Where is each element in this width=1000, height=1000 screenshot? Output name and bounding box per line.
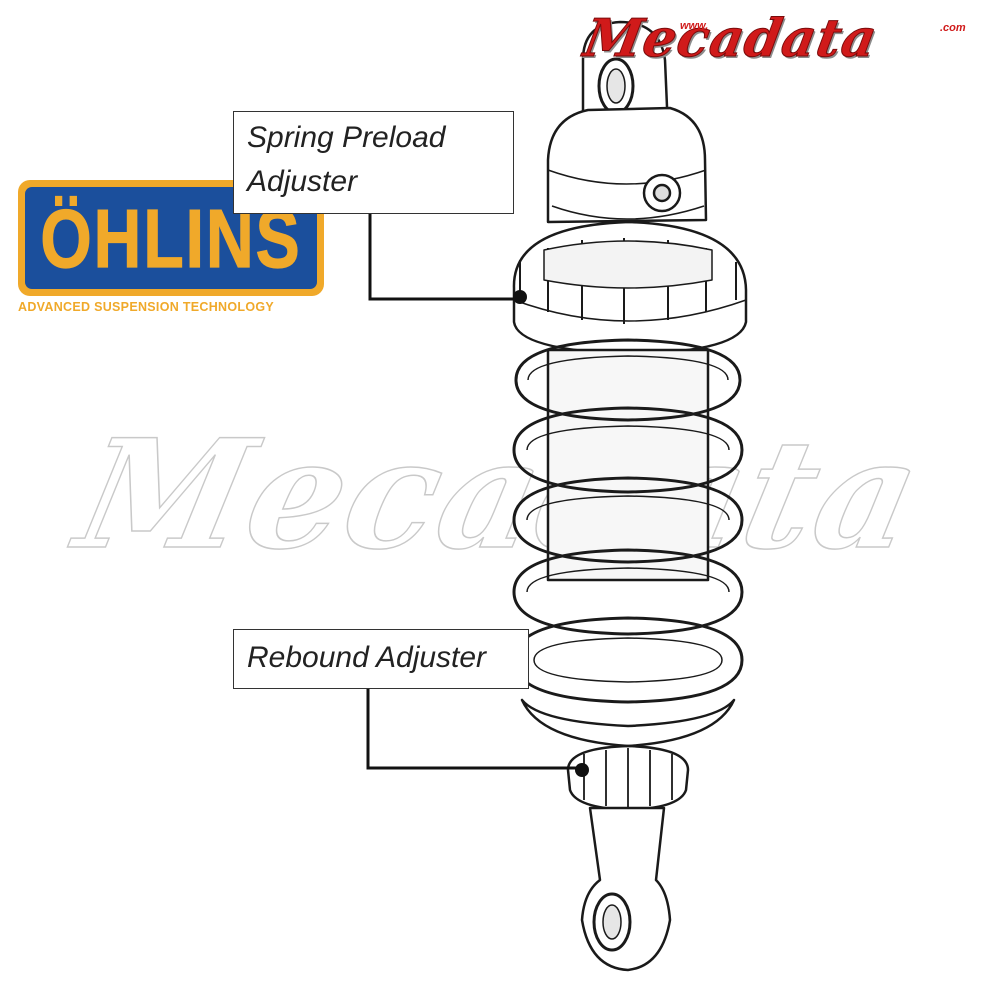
ohlins-logo: ÖHLINS ® <box>18 180 324 296</box>
preload-leader-line <box>368 214 520 301</box>
preload-pointer-dot <box>513 290 527 304</box>
upper-body <box>546 106 708 224</box>
rebound-adjuster-callout: Rebound Adjuster <box>233 629 529 689</box>
rebound-pointer-dot <box>575 763 589 777</box>
lower-clevis <box>580 806 672 972</box>
mecadata-logo-text: Mecadata <box>579 8 883 70</box>
coil-spring <box>512 338 744 704</box>
ohlins-logo-panel: ÖHLINS ® <box>25 187 317 289</box>
lower-spring-seat <box>520 698 736 748</box>
rebound-leader-line <box>366 689 582 770</box>
ohlins-tagline: ADVANCED SUSPENSION TECHNOLOGY <box>18 300 275 314</box>
mecadata-logo-prefix: www. <box>680 20 709 32</box>
mecadata-logo-suffix: .com <box>940 22 966 34</box>
mecadata-logo: Mecadata www. .com <box>579 8 995 70</box>
spring-preload-callout: Spring Preload Adjuster <box>233 111 514 214</box>
damper-body <box>546 348 710 582</box>
